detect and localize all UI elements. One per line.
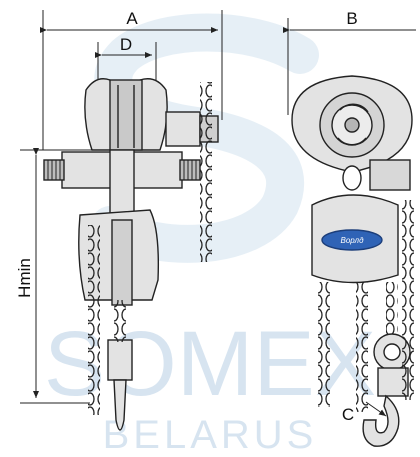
lower-hook-block-side [107,339,133,381]
dimension-a-label: A [126,9,138,28]
load-chain-front-right [386,282,398,334]
dimension-hmin-label: Hmin [15,258,34,298]
hand-chain-front-far [402,200,414,400]
dimension-b-label: B [346,9,357,28]
dimension-c-label: C [342,405,354,424]
hand-chain-side [200,82,212,262]
dimension-b [283,18,416,115]
threaded-rod-right [179,159,201,181]
hook-front [362,394,400,447]
hoist-badge-text: Ворлд [341,236,365,245]
hoist-badge [321,229,383,251]
dimension-d-label: D [120,35,132,54]
suspension-plate [109,149,135,221]
gear-housing [165,111,201,147]
suspension-eye [342,165,362,191]
threaded-rod-left [43,159,65,181]
dimension-c [365,401,387,417]
load-chain-center-view [114,300,126,342]
beam-flange [109,79,143,151]
lower-hook-side [113,379,127,431]
load-chain-front-middle [356,282,368,412]
trolley-side-plate [369,159,411,191]
hoist-front-view [291,75,413,447]
hand-chain-front-left [318,282,330,407]
dimension-a [40,10,223,150]
load-chain-left-view [88,225,100,415]
watermark-belarus: BELARUS [103,413,318,457]
